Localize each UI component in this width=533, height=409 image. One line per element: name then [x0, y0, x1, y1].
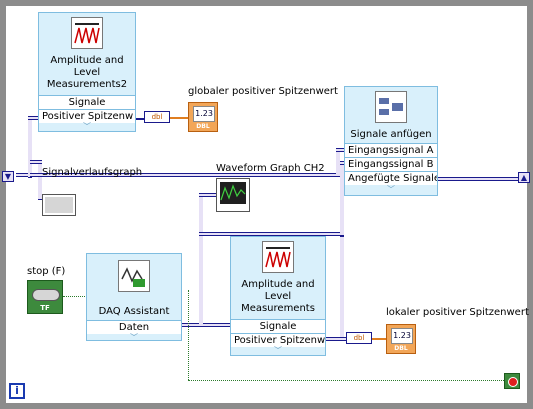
daq-output-daten[interactable]: Daten: [87, 320, 181, 334]
chevron-down-icon[interactable]: ﹀: [83, 122, 91, 131]
shift-register-right[interactable]: ▲: [518, 172, 530, 183]
local-peak-indicator[interactable]: 1.23 DBL: [386, 324, 416, 354]
graph-icon: [45, 197, 73, 213]
amp1-input-signale[interactable]: Signale: [231, 319, 325, 333]
waveform-ch2-terminal[interactable]: [216, 178, 250, 212]
to-dbl-conversion[interactable]: dbl: [346, 332, 372, 344]
wire-append-out: [438, 177, 518, 181]
global-peak-label: globaler positiver Spitzenwert: [188, 86, 338, 97]
daq-assistant-block[interactable]: DAQ Assistant Daten ﹀: [86, 253, 182, 342]
amplitude-level-block[interactable]: Amplitude and Level Measurements Signale…: [230, 236, 326, 356]
wire-to-signal-graph-h: [30, 160, 42, 164]
chevron-down-icon[interactable]: ﹀: [130, 333, 138, 342]
graph-icon: [220, 182, 246, 204]
stop-label: stop (F): [27, 266, 66, 277]
wire-append-b-down: [340, 236, 344, 340]
append-title: Signale anfügen: [350, 129, 432, 140]
wire-daq-out: [182, 323, 234, 327]
chevron-down-icon[interactable]: ﹀: [274, 346, 282, 355]
wire-to-waveform: [199, 193, 217, 197]
measurement-icon: [262, 241, 294, 273]
local-peak-label: lokaler positiver Spitzenwert: [386, 307, 529, 318]
wire-left-main: [16, 173, 30, 177]
wire-to-amp2: [28, 116, 38, 120]
append-input-b[interactable]: Eingangssignal B: [345, 157, 437, 171]
wire-append-a-h: [336, 148, 344, 152]
measurement-icon: [71, 17, 103, 49]
wire-error: [188, 290, 189, 380]
waveform-ch2-label: Waveform Graph CH2: [216, 163, 325, 174]
append-output[interactable]: Angefügte Signale: [345, 171, 437, 185]
wire-stop: [63, 296, 87, 297]
amp2-input-signale[interactable]: Signale: [39, 95, 135, 109]
wire-left-to-append: [30, 173, 340, 177]
to-dbl-conversion[interactable]: dbl: [144, 111, 170, 123]
wire-append-b-h: [340, 161, 346, 165]
daq-title: DAQ Assistant: [98, 306, 170, 317]
signal-graph-terminal[interactable]: [42, 194, 76, 216]
append-icon: [375, 91, 407, 123]
wire-local-orange: [372, 338, 386, 340]
wire-daq-to-append-b: [199, 232, 341, 236]
amp1-title: Amplitude and Level Measurements: [241, 279, 315, 314]
shift-register-left[interactable]: ▼: [2, 171, 14, 182]
loop-iteration-terminal[interactable]: i: [9, 383, 25, 399]
wire-amp2-out: [136, 118, 144, 120]
wire-left-vertical: [28, 118, 32, 178]
wire-error-h: [188, 380, 504, 381]
wire-global-orange: [170, 117, 188, 119]
append-signals-block[interactable]: Signale anfügen Eingangssignal A Eingang…: [344, 86, 438, 196]
amp2-title: Amplitude and Level Measurements2: [46, 55, 128, 90]
append-input-a[interactable]: Eingangssignal A: [345, 143, 437, 157]
loop-condition-terminal[interactable]: [504, 373, 520, 389]
amplitude-level-block-2[interactable]: Amplitude and Level Measurements2 Signal…: [38, 12, 136, 132]
daq-icon: [118, 260, 150, 292]
global-peak-indicator[interactable]: 1.23 DBL: [188, 102, 218, 132]
toggle-icon: [32, 289, 60, 301]
stop-icon: [508, 377, 518, 387]
wire-daq-up: [199, 196, 203, 327]
stop-button-terminal[interactable]: TF: [27, 280, 63, 314]
amp1-output-peak[interactable]: Positiver Spitzenw: [231, 333, 325, 347]
chevron-down-icon[interactable]: ﹀: [387, 185, 395, 194]
wire-amp1-out: [326, 337, 346, 341]
amp2-output-peak[interactable]: Positiver Spitzenw: [39, 109, 135, 123]
signal-graph-label: Signalverlaufsgraph: [42, 167, 143, 178]
